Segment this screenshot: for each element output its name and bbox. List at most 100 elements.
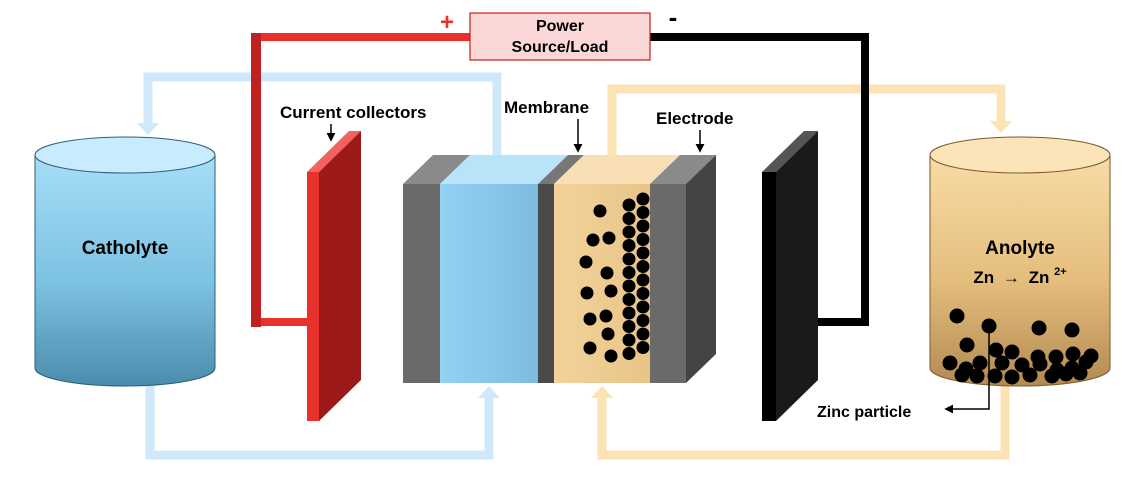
zinc-particle: [622, 293, 636, 306]
zinc-particle-label: Zinc particle: [817, 404, 911, 421]
right-electrode-side: [686, 155, 716, 383]
left-electrode-top: [403, 155, 470, 184]
zinc-particle: [1072, 365, 1088, 381]
zinc-particle: [954, 367, 970, 383]
anolyte-flow-loop: [591, 84, 1012, 460]
zinc-particle: [600, 266, 614, 280]
zinc-particle: [1022, 367, 1038, 383]
zinc-particle: [636, 260, 650, 273]
electrode-label: Electrode: [656, 109, 733, 128]
reaction-arrow: →: [1003, 268, 1020, 287]
zinc-particle: [1004, 369, 1020, 385]
zinc-particle: [1065, 346, 1081, 362]
zinc-particle: [1044, 368, 1060, 384]
reaction-charge: 2+: [1054, 266, 1067, 278]
zinc-particle: [988, 342, 1004, 358]
power-label-line2: Source/Load: [512, 39, 609, 56]
zinc-particle: [622, 212, 636, 225]
right-current-collector: [762, 131, 818, 421]
power-source-box: Power Source/Load: [469, 12, 651, 61]
zinc-particle: [636, 341, 650, 354]
zinc-particle: [969, 368, 985, 384]
zinc-particle: [636, 206, 650, 219]
zinc-particle: [599, 309, 613, 323]
right-electrode-top: [650, 155, 716, 184]
plus-sign: +: [440, 9, 454, 36]
reaction-equation: Zn → Zn 2+: [973, 266, 1066, 287]
zinc-particle: [636, 192, 650, 206]
zinc-particle: [1032, 356, 1048, 372]
zinc-particle: [604, 284, 618, 298]
anolyte-compartment-top: [554, 155, 680, 184]
zinc-particle: [622, 198, 636, 212]
zinc-particle: [622, 239, 636, 252]
zinc-particle: [1064, 322, 1080, 338]
zinc-particle: [987, 368, 1003, 384]
catholyte-compartment-top: [440, 155, 568, 184]
catholyte-compartment: [440, 184, 538, 383]
reaction-reactant: Zn: [973, 268, 994, 287]
zinc-particle: [942, 355, 958, 371]
zinc-particle: [622, 266, 636, 279]
catholyte-flow-loop: [137, 72, 502, 460]
zinc-particle: [622, 320, 636, 333]
zinc-particle: [1014, 357, 1030, 373]
anolyte-label: Anolyte: [985, 238, 1055, 259]
zinc-particle: [580, 286, 594, 300]
zinc-particle: [636, 287, 650, 300]
zinc-particle: [1078, 354, 1094, 370]
zinc-particle: [959, 337, 975, 353]
zinc-particle: [579, 255, 593, 269]
zinc-particle: [1004, 344, 1020, 360]
zinc-particle: [1048, 349, 1064, 365]
right-electrode: [650, 184, 686, 383]
catholyte-label: Catholyte: [82, 238, 169, 259]
zinc-particle: [622, 279, 636, 293]
zinc-particle: [583, 312, 597, 326]
catholyte-flow-arrow-up-icon: [478, 386, 500, 398]
zinc-particle: [586, 233, 600, 247]
zinc-particle: [622, 252, 636, 266]
zinc-particle: [636, 314, 650, 327]
positive-wire: [251, 33, 470, 327]
negative-wire: [650, 33, 869, 326]
zinc-particle: [636, 327, 650, 341]
zinc-particle: [601, 327, 615, 341]
zinc-particle: [1058, 366, 1074, 382]
membrane-label: Membrane: [504, 98, 589, 117]
zinc-particle: [622, 306, 636, 320]
zinc-particle: [583, 341, 597, 355]
anolyte-flow-arrow-up-icon: [591, 386, 613, 398]
anolyte-flow-arrow-down-icon: [990, 121, 1012, 133]
membrane: [538, 184, 554, 383]
catholyte-tank: Catholyte: [34, 136, 216, 387]
zinc-particle: [636, 300, 650, 314]
current-collectors-label: Current collectors: [280, 103, 426, 122]
zinc-particle-pointer-icon: [944, 326, 990, 414]
anolyte-zinc-particles: [942, 308, 1099, 385]
catholyte-flow-arrow-down-icon: [137, 123, 159, 135]
zinc-particle: [622, 347, 636, 360]
zinc-particle: [622, 333, 636, 347]
zinc-particle: [949, 308, 965, 324]
zinc-particle: [622, 225, 636, 239]
zinc-particle: [994, 355, 1010, 371]
zinc-particle: [604, 349, 618, 363]
reaction-product: Zn: [1029, 268, 1050, 287]
zinc-particle: [593, 204, 607, 218]
zinc-particle: [636, 219, 650, 233]
minus-sign: -: [669, 2, 678, 32]
left-current-collector: [307, 131, 361, 421]
zinc-particle: [636, 233, 650, 246]
power-label-line1: Power: [536, 18, 584, 35]
cell-zinc-particles: [579, 192, 650, 363]
zinc-particle: [636, 246, 650, 260]
zinc-particle: [972, 355, 988, 371]
left-electrode: [403, 184, 440, 383]
zinc-particle: [1031, 320, 1047, 336]
zinc-particle: [602, 231, 616, 245]
anolyte-tank: Anolyte Zn → Zn 2+: [929, 136, 1111, 387]
membrane-top: [538, 155, 584, 184]
cell-stack: [403, 155, 716, 383]
